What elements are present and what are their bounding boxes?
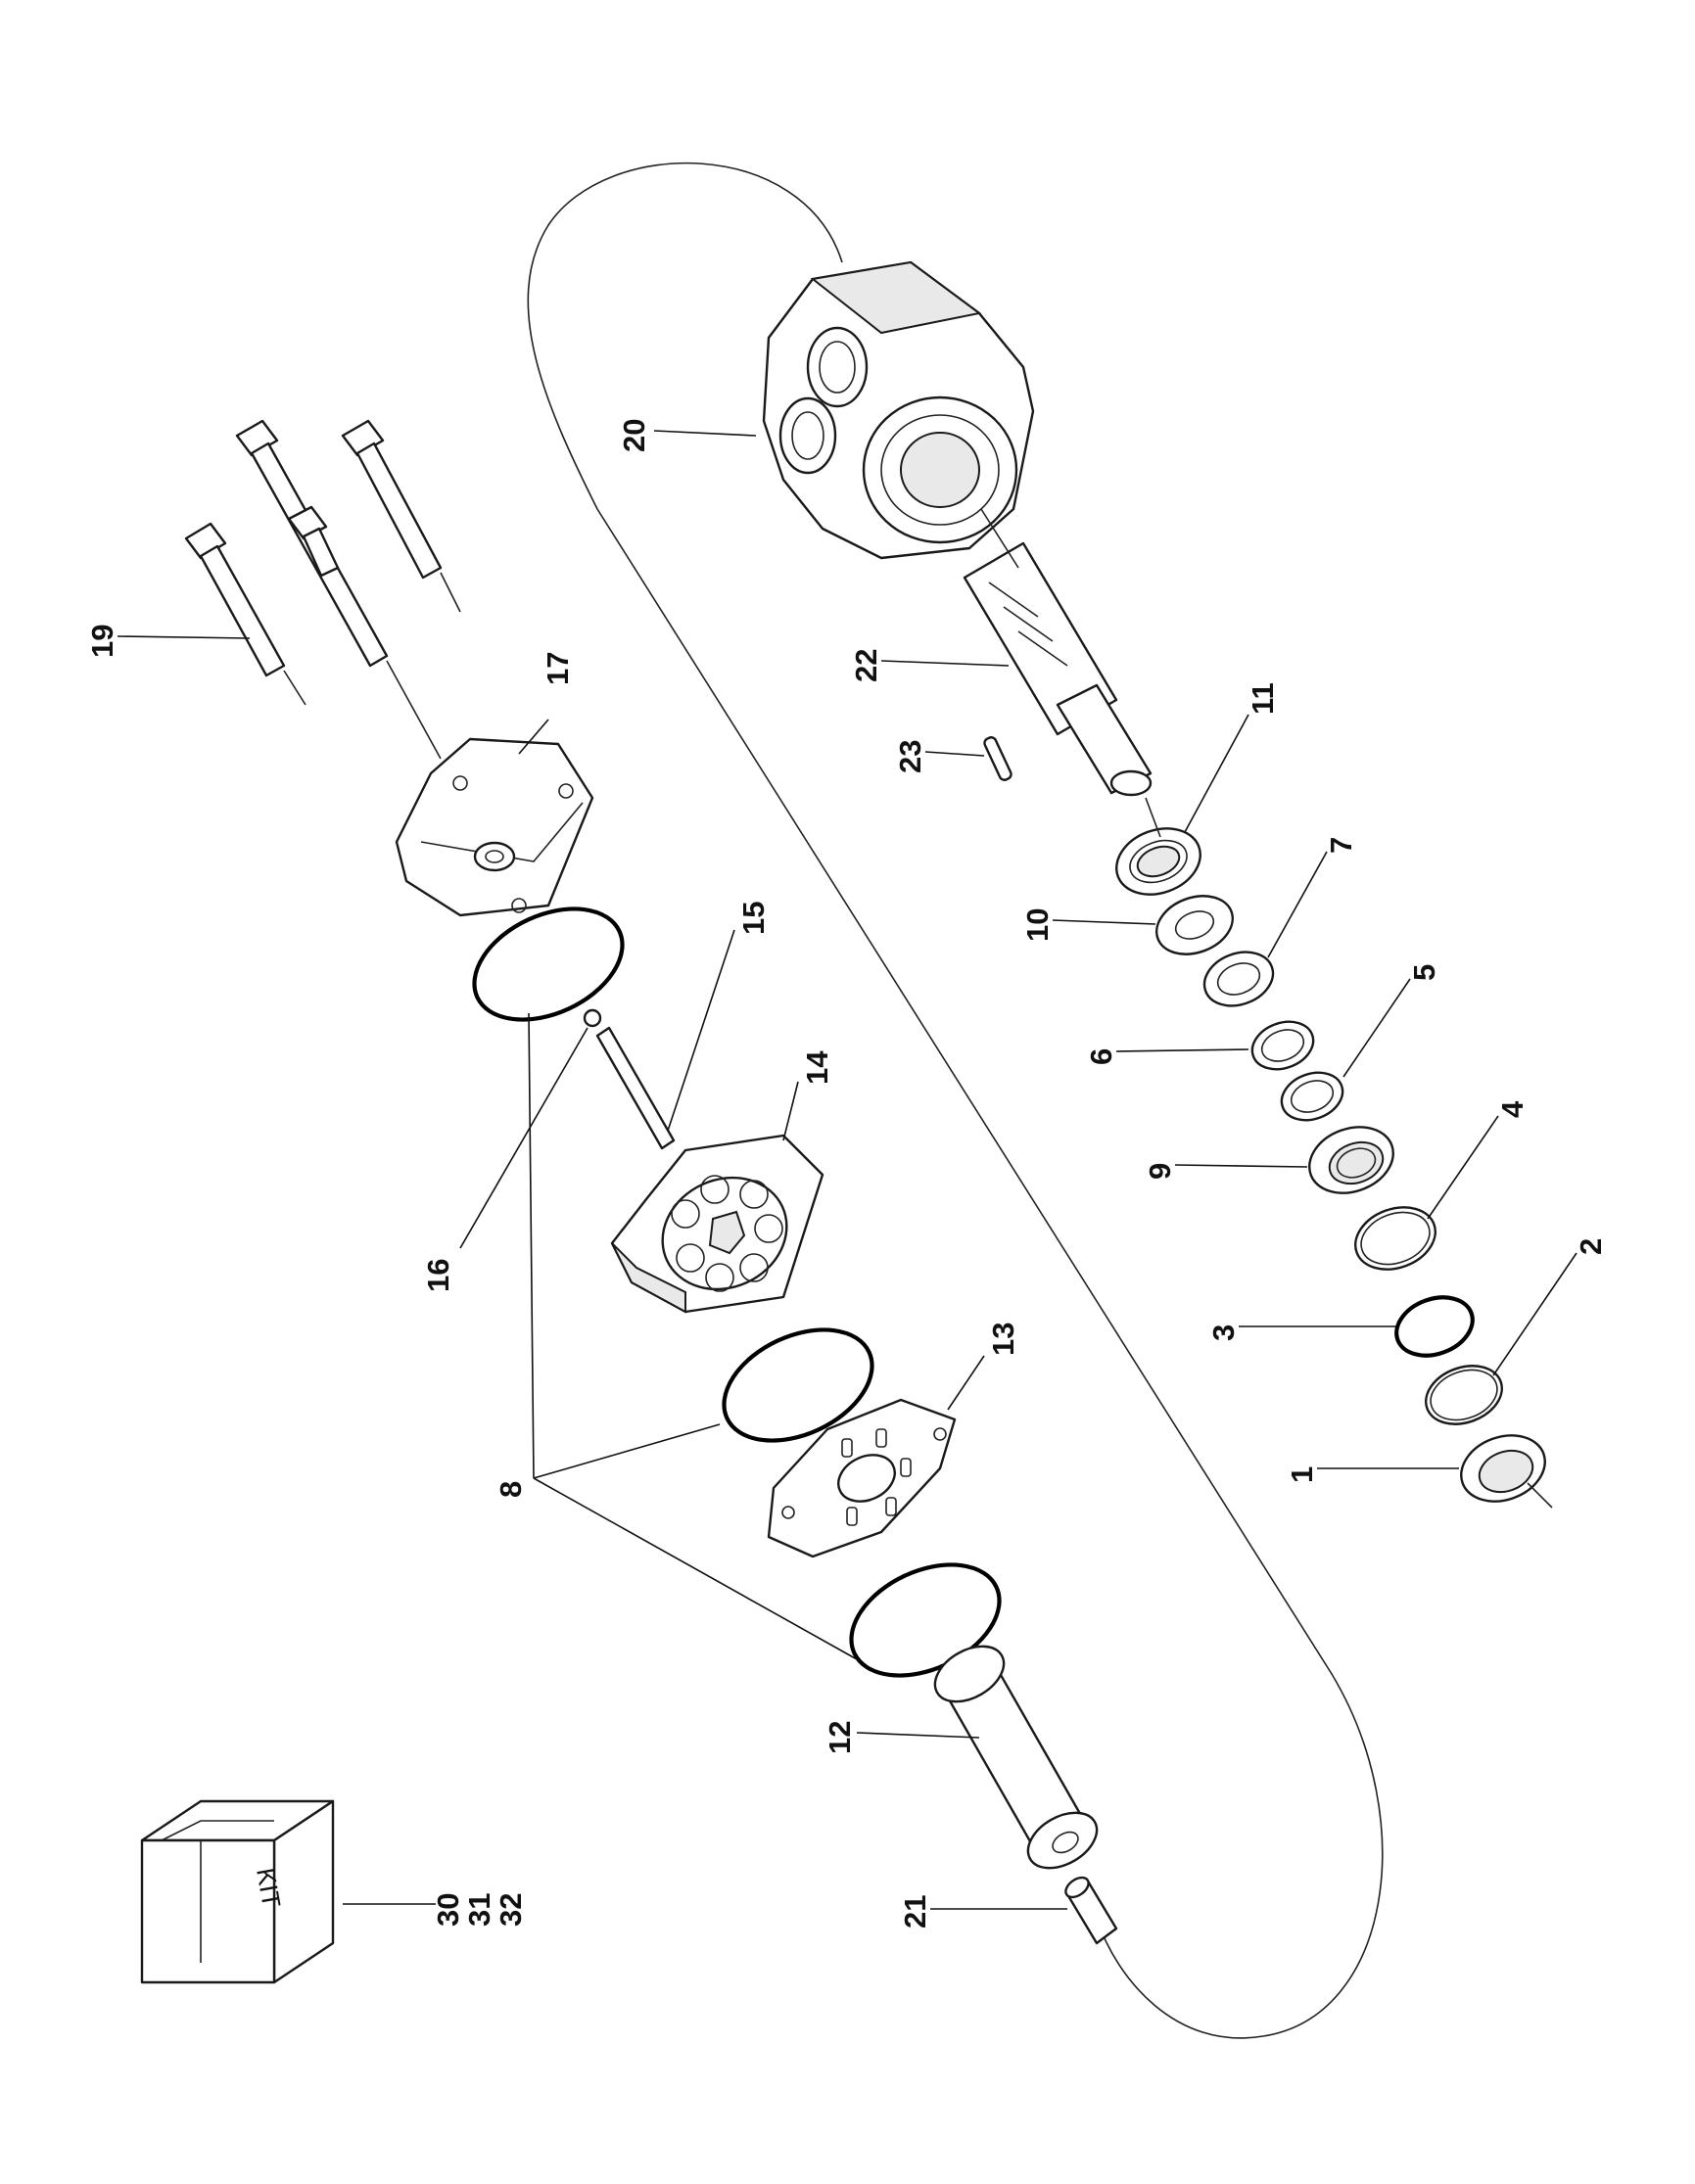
callout-21: 21 bbox=[898, 1895, 932, 1928]
callout-23: 23 bbox=[893, 740, 927, 773]
part-1-dust-seal bbox=[1460, 1434, 1546, 1503]
part-13-wear-plate bbox=[767, 1398, 957, 1558]
part-3-oring bbox=[1394, 1295, 1475, 1358]
callout-30: 30 bbox=[431, 1893, 465, 1927]
part-2-snap-ring bbox=[1425, 1365, 1503, 1425]
callout-11: 11 bbox=[1246, 682, 1280, 715]
callout-16: 16 bbox=[421, 1259, 455, 1292]
part-11-needle-bearing bbox=[1115, 827, 1201, 896]
callout-13: 13 bbox=[986, 1323, 1020, 1356]
part-14-gerotor bbox=[610, 1134, 824, 1314]
callout-12: 12 bbox=[823, 1721, 857, 1754]
part-12-drive-shaft bbox=[933, 1645, 1099, 1870]
part-8-oring-middle bbox=[722, 1327, 874, 1443]
part-9-seal bbox=[1308, 1126, 1394, 1194]
callout-4: 4 bbox=[1495, 1100, 1530, 1118]
callout-15: 15 bbox=[736, 902, 771, 935]
part-17-end-cap bbox=[395, 737, 594, 917]
callout-17: 17 bbox=[541, 652, 575, 685]
part-10-thrust-washer bbox=[1155, 895, 1234, 955]
part-19-bolts bbox=[184, 419, 461, 760]
callout-20: 20 bbox=[617, 419, 651, 452]
callout-31: 31 bbox=[462, 1893, 496, 1927]
callout-3: 3 bbox=[1206, 1324, 1241, 1341]
callout-5: 5 bbox=[1407, 964, 1441, 981]
part-21-plug bbox=[1064, 1876, 1118, 1945]
callout-14: 14 bbox=[800, 1050, 834, 1085]
callout-19: 19 bbox=[85, 625, 119, 658]
kit-label: KIT bbox=[251, 1866, 287, 1910]
callout-22: 22 bbox=[849, 649, 883, 682]
assembly-envelope-outline bbox=[527, 162, 1384, 2039]
part-8-oring-upper bbox=[472, 906, 625, 1022]
callout-9: 9 bbox=[1143, 1163, 1177, 1180]
part-4-ring bbox=[1354, 1206, 1436, 1271]
part-22-spool bbox=[963, 541, 1153, 797]
callout-8: 8 bbox=[494, 1481, 528, 1498]
part-7-bushing bbox=[1202, 951, 1275, 1007]
part-5-washer bbox=[1280, 1071, 1344, 1122]
callout-32: 32 bbox=[494, 1893, 528, 1927]
callout-7: 7 bbox=[1324, 837, 1358, 854]
kit-box: KIT bbox=[140, 1799, 335, 1984]
callout-1: 1 bbox=[1285, 1466, 1319, 1483]
callout-6: 6 bbox=[1084, 1048, 1118, 1065]
callout-2: 2 bbox=[1574, 1238, 1608, 1255]
part-20-housing bbox=[762, 260, 1035, 560]
part-15-drive-link bbox=[583, 1008, 676, 1150]
part-6-washer bbox=[1250, 1020, 1315, 1071]
callout-10: 10 bbox=[1020, 908, 1055, 942]
part-23-pin bbox=[983, 736, 1012, 781]
